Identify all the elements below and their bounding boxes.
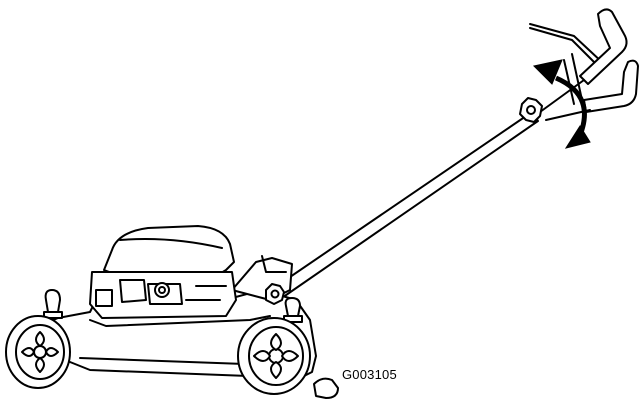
figure-code-label: G003105 [342, 367, 397, 382]
front-wheel [5, 315, 71, 389]
front-height-adjuster [43, 289, 63, 319]
rear-wheel [237, 317, 339, 399]
handle-shaft [267, 111, 539, 303]
mower-engine [89, 225, 285, 319]
rear-height-adjuster [283, 297, 303, 323]
double-arrow-rotate-icon [532, 59, 591, 149]
handle-grips [519, 8, 639, 123]
